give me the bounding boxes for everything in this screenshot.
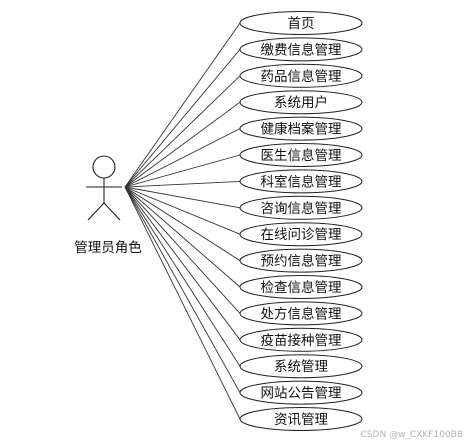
association-line <box>124 180 241 188</box>
use-case-ellipse <box>239 407 363 431</box>
use-case: 咨询信息管理 <box>239 195 363 220</box>
association-lines <box>124 22 241 420</box>
use-case: 科室信息管理 <box>239 169 363 194</box>
use-case-label: 资讯管理 <box>274 412 328 428</box>
use-case-label: 系统用户 <box>274 94 328 111</box>
use-case-label: 疫苗接种管理 <box>261 332 342 349</box>
use-case-label: 科室信息管理 <box>261 173 342 190</box>
actor-right-leg <box>103 202 121 221</box>
use-case-ellipse <box>239 275 363 299</box>
actor-figure <box>86 155 122 221</box>
use-case-label: 系统管理 <box>274 359 328 375</box>
association-line <box>124 49 241 188</box>
use-case-ellipse <box>239 248 363 273</box>
use-case-list: 首页缴费信息管理药品信息管理系统用户健康档案管理医生信息管理科室信息管理咨询信息… <box>239 11 363 431</box>
use-case-label: 网站公告管理 <box>261 386 342 402</box>
association-line <box>124 186 241 314</box>
use-case: 首页 <box>239 11 363 35</box>
use-case: 健康档案管理 <box>239 116 363 141</box>
use-case: 在线问诊管理 <box>239 222 363 247</box>
use-case-label: 处方信息管理 <box>261 305 342 322</box>
use-case-label: 预约信息管理 <box>261 253 342 270</box>
association-line <box>124 186 241 261</box>
use-case: 疫苗接种管理 <box>239 327 363 352</box>
use-case: 处方信息管理 <box>239 301 363 326</box>
use-case: 系统用户 <box>239 90 363 115</box>
association-line <box>124 154 241 188</box>
use-case-label: 健康档案管理 <box>261 121 342 138</box>
use-case-ellipse <box>239 354 363 379</box>
association-line <box>124 186 241 288</box>
use-case-label: 在线问诊管理 <box>261 227 342 243</box>
use-case-label: 缴费信息管理 <box>261 41 342 58</box>
association-line <box>124 186 241 393</box>
use-case-label: 检查信息管理 <box>261 279 342 296</box>
use-case-ellipse <box>239 222 363 247</box>
use-case-label: 药品信息管理 <box>261 68 342 85</box>
association-line <box>124 186 241 420</box>
use-case: 预约信息管理 <box>239 248 363 273</box>
association-line <box>124 128 241 188</box>
use-case-ellipse <box>239 37 363 62</box>
use-case-ellipse <box>239 195 363 220</box>
association-line <box>124 186 241 341</box>
use-case-ellipse <box>239 11 363 35</box>
association-line <box>124 22 241 188</box>
use-case-label: 首页 <box>288 16 315 32</box>
actor-left-leg <box>87 202 105 221</box>
use-case-label: 咨询信息管理 <box>261 200 342 217</box>
use-case: 网站公告管理 <box>239 380 363 405</box>
use-case-ellipse <box>239 116 363 141</box>
association-line <box>124 75 241 188</box>
use-case-ellipse <box>239 327 363 352</box>
use-case: 系统管理 <box>239 354 363 379</box>
use-case-ellipse <box>239 143 363 167</box>
use-case: 检查信息管理 <box>239 275 363 299</box>
association-line <box>124 186 241 209</box>
association-line <box>124 186 241 235</box>
watermark: CSDN @w_CXKF100BB <box>361 430 463 440</box>
use-case-ellipse <box>239 380 363 405</box>
use-case: 医生信息管理 <box>239 143 363 167</box>
use-case: 资讯管理 <box>239 407 363 431</box>
actor-label: 管理员角色 <box>74 239 142 256</box>
actor-head <box>92 155 116 179</box>
use-case-ellipse <box>239 63 363 88</box>
association-line <box>124 186 241 367</box>
use-case: 药品信息管理 <box>239 63 363 88</box>
use-case: 缴费信息管理 <box>239 37 363 62</box>
use-case-ellipse <box>239 169 363 194</box>
association-line <box>124 101 241 188</box>
use-case-ellipse <box>239 90 363 115</box>
use-case-ellipse <box>239 301 363 326</box>
use-case-label: 医生信息管理 <box>261 147 342 164</box>
